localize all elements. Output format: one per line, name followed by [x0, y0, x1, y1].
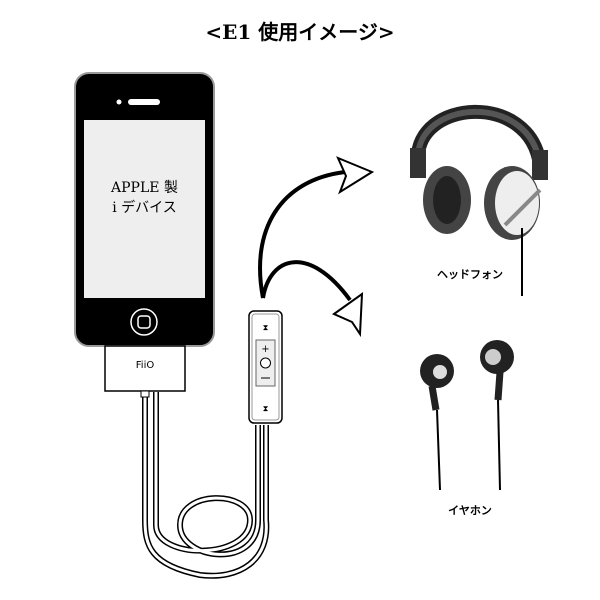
page-title: <E1 使用イメージ> — [205, 20, 395, 44]
speaker-slot — [128, 99, 160, 105]
arrow-head-earphones — [331, 291, 364, 338]
iphone — [74, 72, 215, 347]
fiio-logo: FiiO — [135, 360, 155, 371]
inline-remote: + ⧗ ⧗ — [248, 310, 283, 424]
cable — [142, 392, 270, 579]
svg-text:⧗: ⧗ — [263, 323, 269, 332]
device-line-2: i デバイス — [112, 200, 177, 216]
headphones-label: ヘッドフォン — [437, 268, 503, 281]
arrows — [258, 170, 352, 302]
svg-text:+: + — [261, 344, 269, 355]
earphones-label: イヤホン — [448, 504, 492, 517]
headphones-image — [410, 104, 548, 296]
screen-label: APPLE 製 i デバイス — [84, 178, 205, 218]
device-line-1: APPLE 製 — [111, 180, 178, 196]
arrow-head-headphones — [336, 156, 375, 195]
camera-icon — [116, 99, 122, 105]
home-button — [130, 308, 158, 336]
phone-screen — [84, 120, 205, 298]
earphones-image — [420, 340, 514, 491]
svg-text:⧗: ⧗ — [263, 404, 269, 413]
